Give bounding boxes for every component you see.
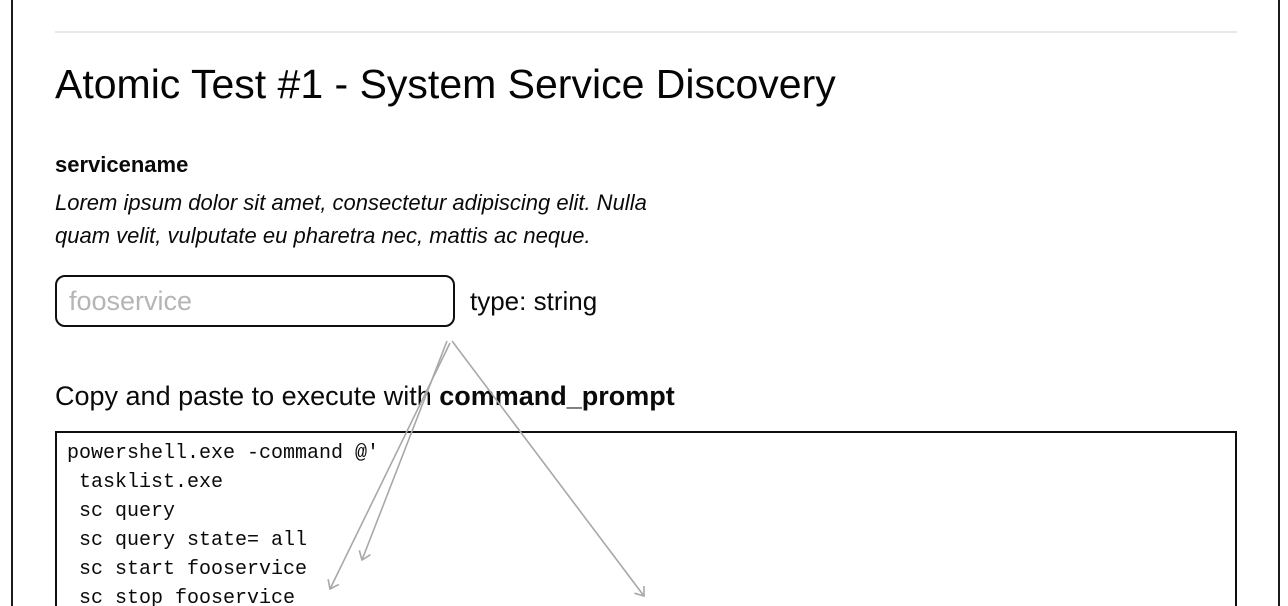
input-argument-description: Lorem ipsum dolor sit amet, consectetur … [55, 190, 647, 248]
command-code-block[interactable]: powershell.exe -command @' tasklist.exe … [55, 431, 1237, 606]
page-border-left [11, 0, 13, 606]
execute-instruction: Copy and paste to execute with command_p… [55, 381, 675, 412]
servicename-input[interactable] [55, 275, 455, 327]
execute-instruction-text: Copy and paste to execute with [55, 381, 440, 411]
executor-name: command_prompt [439, 381, 675, 411]
input-argument-name: servicename [55, 152, 189, 177]
top-divider [55, 31, 1237, 33]
page-border-right [1278, 0, 1280, 606]
page-title: Atomic Test #1 - System Service Discover… [55, 61, 836, 107]
input-type-label: type: string [470, 285, 598, 316]
